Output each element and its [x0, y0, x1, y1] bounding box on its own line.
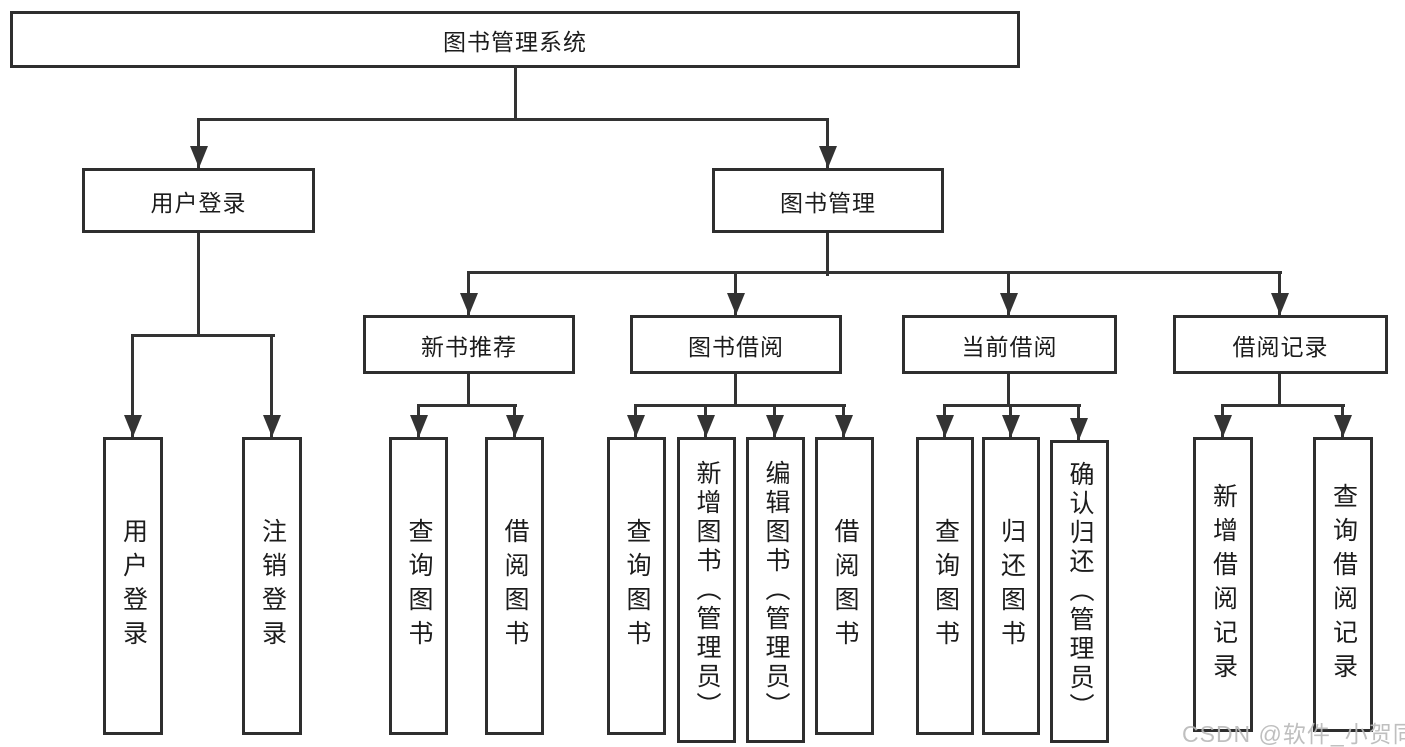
arrowhead-down	[1000, 293, 1018, 315]
arrowhead-down	[263, 415, 281, 437]
connector	[1007, 374, 1010, 407]
leaf-add-borrow-record-label: 新增借阅记录	[1209, 482, 1238, 687]
node-root: 图书管理系统	[10, 11, 1020, 68]
leaf-borrow-book-1-label: 借阅图书	[501, 518, 529, 654]
arrowhead-down	[936, 415, 954, 437]
arrowhead-down	[410, 415, 428, 437]
node-root-label: 图书管理系统	[443, 28, 587, 55]
connector	[131, 334, 134, 437]
arrowhead-down	[460, 293, 478, 315]
leaf-query-book-2: 查询图书	[607, 437, 666, 735]
arrowhead-down	[819, 146, 837, 168]
node-new-book-recommend-label: 新书推荐	[421, 333, 517, 360]
arrowhead-down	[727, 293, 745, 315]
arrowhead-down	[190, 146, 208, 168]
leaf-query-book-1-label: 查询图书	[405, 518, 433, 654]
connector	[514, 66, 517, 121]
node-current-borrow-label: 当前借阅	[961, 333, 1058, 360]
connector	[270, 334, 273, 437]
leaf-return-book: 归还图书	[982, 437, 1040, 735]
node-book-borrow-label: 图书借阅	[688, 333, 784, 360]
connector	[1221, 404, 1345, 407]
node-borrow-record-label: 借阅记录	[1232, 333, 1329, 360]
connector	[826, 233, 829, 276]
arrowhead-down	[697, 415, 715, 437]
node-current-borrow: 当前借阅	[902, 315, 1117, 374]
leaf-borrow-book-1: 借阅图书	[485, 437, 544, 735]
connector	[197, 233, 200, 337]
leaf-borrow-book-2: 借阅图书	[815, 437, 874, 735]
connector	[734, 374, 737, 407]
node-user-login-label: 用户登录	[150, 189, 247, 216]
connector	[943, 404, 1081, 407]
arrowhead-down	[1002, 415, 1020, 437]
connector	[417, 404, 517, 407]
connector	[467, 271, 1282, 274]
node-user-login: 用户登录	[82, 168, 315, 233]
arrowhead-down	[1334, 415, 1352, 437]
arrowhead-down	[766, 415, 784, 437]
connector	[131, 334, 275, 337]
connector	[1278, 374, 1281, 407]
connector	[467, 374, 470, 407]
node-book-management: 图书管理	[712, 168, 944, 233]
leaf-confirm-return-admin-label: 确认归还（管理员）	[1066, 461, 1094, 722]
leaf-query-book-3: 查询图书	[916, 437, 974, 735]
node-book-borrow: 图书借阅	[630, 315, 842, 374]
leaf-logout-label: 注销登录	[258, 518, 287, 654]
arrowhead-down	[506, 415, 524, 437]
leaf-query-book-1: 查询图书	[389, 437, 448, 735]
connector	[197, 118, 829, 121]
leaf-edit-book-admin: 编辑图书（管理员）	[746, 437, 805, 743]
leaf-query-book-3-label: 查询图书	[931, 518, 960, 654]
arrowhead-down	[1070, 418, 1088, 440]
leaf-edit-book-admin-label: 编辑图书（管理员）	[762, 459, 790, 721]
leaf-user-login-label: 用户登录	[119, 518, 148, 654]
leaf-add-book-admin: 新增图书（管理员）	[677, 437, 736, 743]
arrowhead-down	[1214, 415, 1232, 437]
connector	[826, 118, 829, 168]
leaf-query-borrow-record: 查询借阅记录	[1313, 437, 1373, 732]
leaf-user-login: 用户登录	[103, 437, 163, 735]
node-borrow-record: 借阅记录	[1173, 315, 1388, 374]
arrowhead-down	[124, 415, 142, 437]
leaf-add-book-admin-label: 新增图书（管理员）	[693, 459, 721, 721]
leaf-query-book-2-label: 查询图书	[623, 518, 651, 654]
connector	[634, 404, 846, 407]
node-new-book-recommend: 新书推荐	[363, 315, 575, 374]
csdn-watermark: CSDN @软件_小贺同学	[1182, 721, 1405, 747]
leaf-logout: 注销登录	[242, 437, 302, 735]
arrowhead-down	[627, 415, 645, 437]
node-book-management-label: 图书管理	[780, 189, 876, 216]
leaf-borrow-book-2-label: 借阅图书	[831, 518, 859, 654]
connector	[197, 118, 200, 168]
leaf-confirm-return-admin: 确认归还（管理员）	[1050, 440, 1109, 743]
arrowhead-down	[835, 415, 853, 437]
leaf-add-borrow-record: 新增借阅记录	[1193, 437, 1253, 732]
arrowhead-down	[1271, 293, 1289, 315]
leaf-return-book-label: 归还图书	[997, 518, 1026, 654]
leaf-query-borrow-record-label: 查询借阅记录	[1329, 482, 1358, 687]
